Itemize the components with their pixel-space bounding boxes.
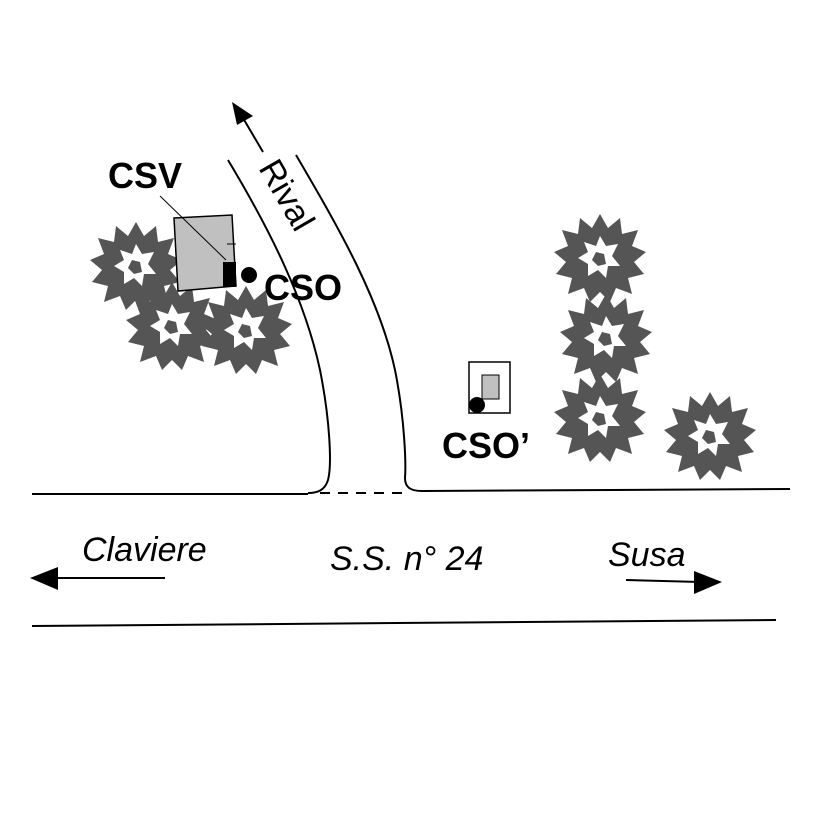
rival-label: Rival <box>251 153 322 237</box>
rival-road-left-edge <box>227 159 331 494</box>
tree-icon <box>554 374 646 462</box>
susa-arrow-icon <box>625 571 722 594</box>
susa-label: Susa <box>608 536 686 574</box>
cso-prime-building-icon <box>468 361 511 414</box>
csv-label: CSV <box>108 155 182 196</box>
tree-icon <box>664 392 756 480</box>
road-label: S.S. n° 24 <box>330 540 483 578</box>
main-road <box>31 488 791 627</box>
rival-road-right-edge <box>295 154 423 492</box>
claviere-arrow-icon <box>30 567 165 590</box>
main-road-top-edge-right <box>421 488 791 492</box>
csv-building-icon <box>159 195 237 292</box>
csv-leader-line <box>159 195 227 261</box>
cso-station-dot-icon <box>241 267 257 283</box>
claviere-label: Claviere <box>82 531 207 569</box>
main-road-bottom-edge <box>31 619 777 627</box>
rival-road <box>227 154 423 494</box>
tree-icon <box>554 214 646 302</box>
tree-icon <box>560 294 652 382</box>
rival-arrow-icon <box>232 102 264 153</box>
cso-label: CSO <box>264 267 342 308</box>
cso-prime-station-dot-icon <box>469 397 485 413</box>
cso-prime-label: CSO’ <box>442 425 530 466</box>
